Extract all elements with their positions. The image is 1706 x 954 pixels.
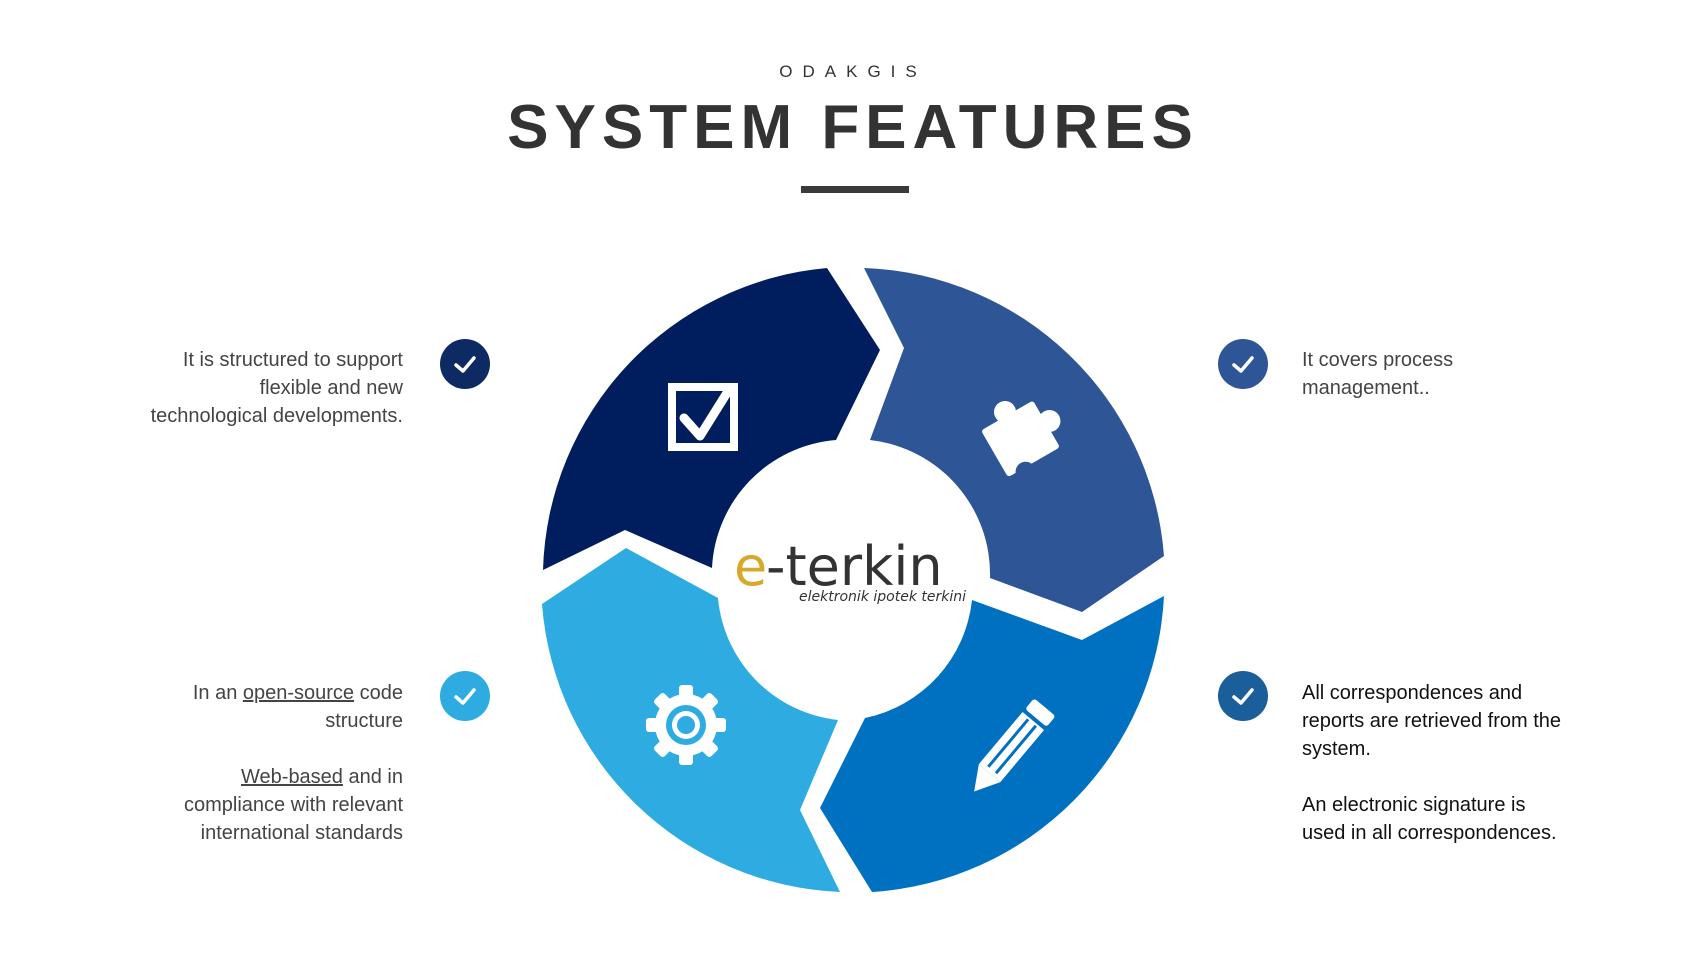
text-fragment: and in [342,766,403,788]
feature-line: structure [325,710,403,732]
feature-line: It is structured to support [182,349,403,371]
web-based-link[interactable]: Web-based [241,766,343,788]
puzzle-icon [982,401,1061,482]
feature-line: international standards [200,822,403,844]
check-icon-bottom-right [1218,671,1268,721]
check-icon-bottom-left [440,671,490,721]
text-fragment: In an [192,682,243,704]
text-fragment: code [354,682,403,704]
feature-text-bottom-left: In an open-source code structure Web-bas… [40,679,403,847]
feature-text-top-right: It covers process management.. [1302,346,1682,402]
segment-bottom-right [820,596,1164,892]
title-underline [801,186,909,193]
feature-line: Web-based and in [40,763,403,791]
feature-line: An electronic signature is [1302,794,1526,816]
feature-line: used in all correspondences. [1302,822,1557,844]
feature-text-top-left: It is structured to support flexible and… [40,346,403,430]
pencil-icon [974,699,1055,792]
open-source-link[interactable]: open-source [242,682,355,704]
spacer [40,735,403,763]
feature-line: system. [1302,738,1371,760]
feature-line: In an open-source code [40,679,403,707]
logo-e: e [734,535,767,598]
check-icon-top-right [1218,339,1268,389]
gear-icon [646,685,726,765]
feature-line: compliance with relevant [184,794,403,816]
feature-line: management.. [1302,377,1430,399]
logo-wordmark: -terkin [766,535,943,598]
page-title: SYSTEM FEATURES [507,93,1199,162]
feature-line: It covers process [1302,349,1454,371]
checkbox-icon [668,383,738,451]
check-icon-top-left [440,339,490,389]
feature-text-bottom-right: All correspondences and reports are retr… [1302,679,1682,847]
feature-line: All correspondences and [1302,682,1523,704]
feature-line: technological developments. [150,405,403,427]
spacer [1302,763,1682,791]
center-logo: e -terkin elektronik ipotek terkini [734,535,966,605]
eyebrow-text: ODAKGIS [779,62,927,81]
feature-line: reports are retrieved from the [1302,710,1561,732]
logo-tagline: elektronik ipotek terkini [799,589,966,605]
feature-line: flexible and new [259,377,403,399]
